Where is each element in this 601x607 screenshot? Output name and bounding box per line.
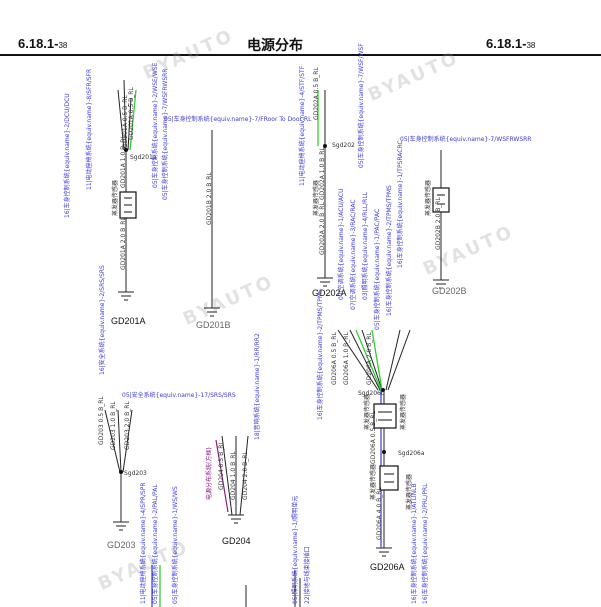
circuit-label-14: 05|车身控制系统{equiv.name}-1/PAC/PAC [374,208,381,330]
connector-tag-6: 蒸发器传感器 [400,393,407,430]
wire-201a-1 [117,89,125,151]
wire-code-16: GD206A 0.5 B_RL [331,332,338,385]
splice-label-202: Sgd202 [332,142,355,149]
wire-206a-2 [349,329,381,391]
circuit-label-15: 16|车身控制系统{equiv.name}-2/TPMS/TPMS [386,185,393,316]
wire-201a-2 [123,79,127,151]
wire-203-1 [104,409,121,473]
circuit-label-3: 05|车身控制系统{equiv.name}-2/WSE/WSE [152,62,159,188]
ground-label-gd202b: GD202B [432,286,467,296]
connector-206a [379,465,399,491]
wire-code-11: GD203 1.0 B_RL [110,401,117,450]
wire-code-8: GD202A 2.0 B_RL [319,202,326,255]
wire-code-19: GD206A 0.5 B_RL [370,411,377,464]
splice-dot-206a [382,450,386,454]
connector-tag-3: 蒸发器传感器 [425,179,432,216]
connector-202b [432,187,450,213]
wire-code-18: GD206A 2.0 B_RL [366,332,373,385]
ground-label-gd201a: GD201A [111,316,146,326]
dest-label-3: 05|安全系统{equiv.name}-17/SRS/SRS [122,392,236,399]
circuit-label-12: 07|空调系统{equiv.name}-3/RAC/RAC [350,199,357,310]
ground-label-gd206a: GD206A [370,562,405,572]
circuit-label-8: 11|电动座椅系统{equiv.name}-4/STF/STF [299,65,306,186]
purple-wire-204 [215,439,229,513]
header-rule [0,54,601,56]
connector-tag-4: 蒸发器传感器 [364,393,371,430]
ground-label-gd203: GD203 [107,540,136,550]
ground-label-gd204: GD204 [222,536,251,546]
wire-code-6: GD202A 0.5 B_RL [313,67,320,120]
page-title: 电源分布 [247,38,303,54]
circuit-label-16: 16|车身控制系统{equiv.name}-1/TPSRACRC [397,140,404,268]
wire-203-2 [117,409,122,473]
wire-201a-3 [127,97,132,151]
wire-206a-5 [387,329,411,391]
wire-code-4: GD201A 2.0 B_RL [120,217,127,270]
wire-code-10: GD203 0.5 B_RL [98,396,105,445]
wire-code-2: GD201A 0.5 B_RL [128,87,135,140]
circuit-label-5: 16|安全系统{equiv.name}-2/SRS/SRS [99,265,106,375]
dest-label-1: 05|车身控制系统{equiv.name}-7/FRoor To Door RL [164,116,312,123]
circuit-label-1: 16|车身控制系统{equiv.name}-2/DCU/DCU [64,93,71,218]
circuit-label-13: 03|照明系统{equiv.name}-4/RLL/RLL [362,191,369,300]
section-number-right-text: 6.18.1- [486,36,527,51]
section-number-left: 6.18.1-38 [18,36,67,51]
section-number-right: 6.18.1-38 [486,36,535,51]
circuit-label-4: 05|车身控制系统{equiv.name}-7/WSFRWSRR [162,68,169,200]
circuit-label-20: 05|车身控制系统{equiv.name}-1/WS/WS [172,486,179,604]
wire-204-1 [221,435,233,516]
wire-204-3 [239,435,249,516]
circuit-label-21: 11|电动座椅系统{equiv.name}-4/SPR/SPR [140,482,147,605]
wire-code-9: GD202B 2.0 B_RL [435,197,442,250]
splice-dot-203 [119,470,123,474]
circuit-label-6: 18|音响系统{equiv.name}-1/RR/RR2 [254,333,261,440]
connector-tag-2: 蒸发器传感器 [313,179,320,216]
ground-label-gd202a: GD202A [312,288,347,298]
circuit-label-2: 11|电动座椅系统{equiv.name}-8/SFR/SFR [86,68,93,190]
wire-code-3: GD201A 1.0 B_RL [120,135,127,188]
connector-tag-5: 蒸发器传感器 [370,463,377,500]
green-wire-206a-1 [355,329,382,391]
wire-code-5: GD201B 2.0 B_RL [206,172,213,225]
circuit-label-11: 07|空调系统{equiv.name}-1/ACU/ACU [338,188,345,300]
green-wire-206a-2 [371,329,383,391]
wire-code-14: GD204 1.0 B_RL [230,451,237,500]
wire-code-13: GD204 0.5 B_RL [218,441,225,490]
page-number-right: 38 [526,41,536,50]
circuit-label-9: 05|车身控制系统{equiv.name}-7/WSF/WSF [358,43,365,168]
dest-label-2: 05|车身控制系统{equiv.name}-7/WSFRWSRR [400,136,532,143]
circuit-label-19: 05|车身控制系统{equiv.name}-2/PAL/PAL [152,484,159,604]
circuit-label-23: 22|接地与线束接插口 [304,546,311,604]
ground-label-gd201b: GD201B [196,320,231,330]
splice-dot-206c [381,388,385,392]
splice-dot-201a [124,148,128,152]
splice-label-206c: Sgd206c [358,390,385,397]
wire-code-20: GD206A 4.0 B_RL [376,487,383,540]
wire-206a-3 [361,329,383,391]
wire-code-17: GD206A 1.0 B_RL [343,332,350,385]
splice-label-201a: Sgd201a [130,154,157,161]
wire-code-7: GD202A 1.0 B_RL [319,147,326,200]
green-wire-201a [129,89,137,151]
wire-203-3 [122,409,133,473]
section-number-left-text: 6.18.1- [18,36,59,51]
splice-label-203: Sgd203 [124,470,147,477]
connector-tag-1: 蒸发器传感器 [112,179,119,216]
wire-206a-4 [385,329,401,391]
wire-code-15: GD204 2.0 B_RL [242,451,249,500]
circuit-label-18: 16|车身控制系统{equiv.name}-2/PRL/PRL [422,483,429,604]
page-number-left: 38 [58,41,68,50]
splice-dot-202 [323,144,327,148]
circuit-label-22: 05|照明系统{equiv.name}-1/照明单元 [292,495,299,604]
splice-label-206a: Sgd206a [398,450,425,457]
wire-206a-1 [337,329,379,391]
connector-tag-7: 蒸发器传感器 [406,473,413,510]
circuit-label-10: 16|车身控制系统{equiv.name}-2/TPMS/TPMS [317,289,324,420]
circuit-label-7: 电源分布系统(方框) [206,447,213,500]
connector-206c [373,403,397,429]
wire-code-12: GD203 2.0 B_RL [124,401,131,450]
